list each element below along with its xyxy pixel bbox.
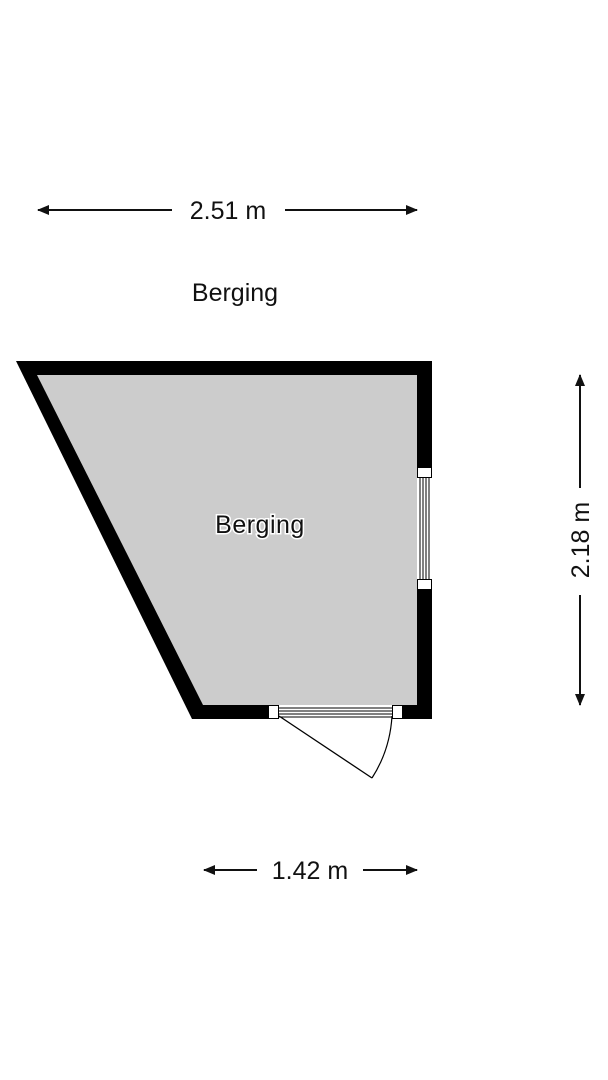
room-label: Berging <box>215 511 305 539</box>
dimension-label-right: 2.18 m <box>567 502 595 578</box>
door-swing-arc <box>371 715 393 779</box>
door <box>268 705 403 779</box>
dimension-top: 2.51 m <box>37 197 418 225</box>
floor-title: Berging <box>192 279 278 307</box>
door-leaf <box>278 715 373 779</box>
window <box>417 467 432 590</box>
dimension-bottom: 1.42 m <box>203 857 418 885</box>
dimension-right: 2.18 m <box>567 374 595 706</box>
room-floor <box>37 375 417 705</box>
dimension-label-bottom: 1.42 m <box>272 857 348 885</box>
dimension-label-top: 2.51 m <box>190 197 266 225</box>
